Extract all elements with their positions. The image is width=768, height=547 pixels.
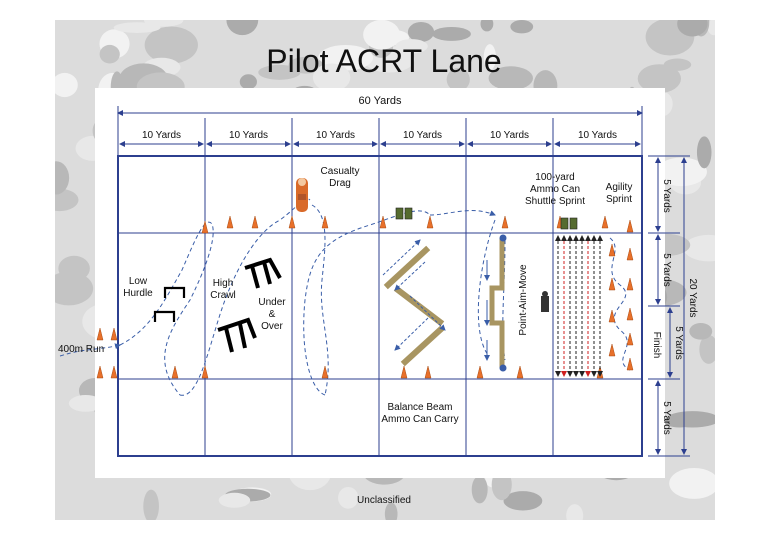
lane-border bbox=[117, 155, 643, 457]
lane-columns bbox=[204, 118, 554, 456]
crawl-frames bbox=[217, 257, 282, 353]
cone-icon bbox=[476, 365, 484, 379]
cone-icon bbox=[608, 343, 616, 357]
label-400m-run: 400m Run bbox=[58, 344, 104, 355]
label-under-over: Under&Over bbox=[258, 297, 286, 332]
label-point-aim-move: Point-Aim-Move bbox=[518, 264, 529, 336]
segment-label-5: 10 Yards bbox=[490, 130, 529, 141]
cone-icon bbox=[110, 327, 118, 341]
cone-icon bbox=[400, 365, 408, 379]
cone-icon bbox=[171, 365, 179, 379]
cone-icon bbox=[379, 215, 387, 229]
segment-label-1: 10 Yards bbox=[142, 130, 181, 141]
label-finish: Finish bbox=[651, 332, 662, 359]
cone-icon bbox=[110, 365, 118, 379]
balance-beam-arrows bbox=[382, 239, 446, 351]
cone-icon bbox=[321, 215, 329, 229]
shuttle-sprint-lanes bbox=[555, 235, 603, 377]
segment-label-6: 10 Yards bbox=[578, 130, 617, 141]
cone-icon bbox=[321, 365, 329, 379]
cone-icon bbox=[608, 309, 616, 323]
cone-icon bbox=[626, 247, 634, 261]
cone-icon bbox=[626, 307, 634, 321]
segment-label-3: 10 Yards bbox=[316, 130, 355, 141]
cone-icon bbox=[96, 365, 104, 379]
cone-icon bbox=[226, 215, 234, 229]
cone-icon bbox=[601, 215, 609, 229]
cone-icon bbox=[626, 357, 634, 371]
cone-icon bbox=[608, 277, 616, 291]
cone-icon bbox=[516, 365, 524, 379]
cone-icon bbox=[608, 243, 616, 257]
point-aim-move-wall bbox=[484, 234, 549, 372]
total-height-label: 20 Yards bbox=[687, 278, 698, 317]
ammo-can-icons bbox=[395, 207, 578, 230]
segment-label-4: 10 Yards bbox=[403, 130, 442, 141]
low-hurdles bbox=[153, 286, 186, 322]
segment-label-2: 10 Yards bbox=[229, 130, 268, 141]
movement-path bbox=[59, 198, 631, 396]
row1-label: 5 Yards bbox=[661, 179, 672, 213]
cone-icon bbox=[424, 365, 432, 379]
balance-beam bbox=[383, 245, 445, 367]
cone-icon bbox=[426, 215, 434, 229]
casualty-manikin-icon bbox=[296, 178, 308, 212]
row2-label: 5 Yards bbox=[661, 253, 672, 287]
right-dimensions: 5 Yards 5 Yards 5 Yards 5 Yards 20 Yards bbox=[648, 155, 698, 457]
cone-icon bbox=[288, 215, 296, 229]
total-width-dimension: 60 Yards bbox=[117, 95, 643, 156]
content-panel bbox=[95, 88, 665, 478]
segment-dimensions: 10 Yards 10 Yards 10 Yards 10 Yards 10 Yards… bbox=[119, 130, 641, 147]
cone-icon bbox=[501, 215, 509, 229]
cone-icon bbox=[626, 332, 634, 346]
cone-icon bbox=[251, 215, 259, 229]
slide-title: Pilot ACRT Lane bbox=[266, 43, 501, 79]
cone-icon bbox=[96, 327, 104, 341]
row3-label: 5 Yards bbox=[673, 326, 684, 360]
cone-icon bbox=[201, 220, 209, 234]
footer-classification: Unclassified bbox=[357, 495, 411, 506]
total-width-label: 60 Yards bbox=[358, 95, 402, 107]
cone-icon bbox=[201, 365, 209, 379]
cone-icon bbox=[626, 277, 634, 291]
row4-label: 5 Yards bbox=[661, 401, 672, 435]
cone-icon bbox=[626, 219, 634, 233]
